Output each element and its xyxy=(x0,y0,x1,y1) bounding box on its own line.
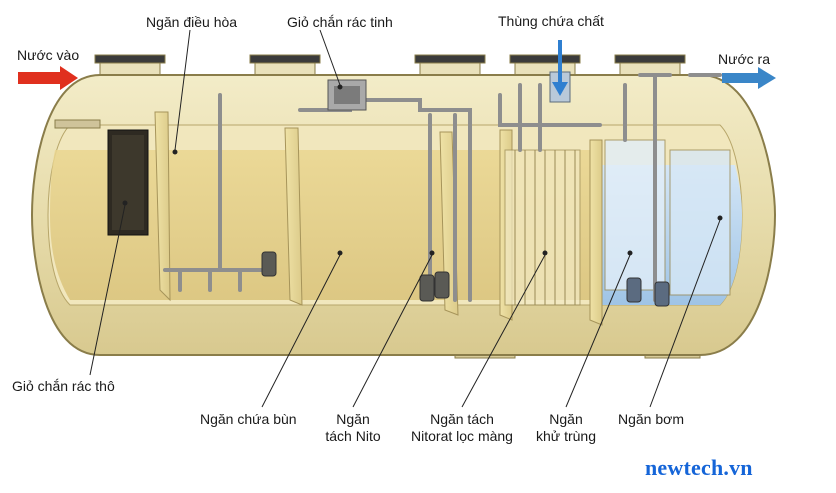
piping xyxy=(163,73,722,302)
chemical-tank xyxy=(549,40,571,103)
nitrogen-label-line2: tách Nito xyxy=(325,428,381,444)
nitrate-label-line1: Ngăn tách xyxy=(430,411,494,427)
outlet-label: Nước ra xyxy=(718,51,771,67)
fine-screen-label: Giỏ chắn rác tinh xyxy=(287,14,393,30)
coarse-screen-basket xyxy=(107,129,149,236)
disinfection-label-line1: Ngăn xyxy=(549,411,583,427)
nitrogen-label-line1: Ngăn xyxy=(336,411,370,427)
membrane-module xyxy=(504,149,581,306)
nitrate-label-line2: Nitorat lọc màng xyxy=(411,428,513,444)
pumps xyxy=(261,251,670,307)
chemical-tank-label: Thùng chứa chất xyxy=(498,13,604,29)
coarse-screen-label: Giỏ chắn rác thô xyxy=(12,378,115,394)
watermark: newtech.vn xyxy=(645,455,753,480)
nitrate-chamber-label: Ngăn tách Nitorat lọc màng xyxy=(398,411,526,445)
pump-chamber-label: Ngăn bơm xyxy=(618,411,684,427)
leader-lines xyxy=(89,29,723,408)
outlet-arrow xyxy=(722,67,776,89)
sludge-chamber-label: Ngăn chứa bùn xyxy=(200,411,297,427)
equalization-label: Ngăn điều hòa xyxy=(146,14,238,30)
disinfection-label-line2: khử trùng xyxy=(536,428,596,444)
inlet-pipe xyxy=(54,119,101,129)
chamber-walls xyxy=(154,111,603,326)
inlet-arrow xyxy=(18,66,78,90)
fine-screen-unit xyxy=(327,79,367,111)
nitrogen-chamber-label: Ngăn tách Nito xyxy=(316,411,390,445)
inlet-label: Nước vào xyxy=(17,47,80,63)
disinfection-chamber-label: Ngăn khử trùng xyxy=(530,411,602,445)
